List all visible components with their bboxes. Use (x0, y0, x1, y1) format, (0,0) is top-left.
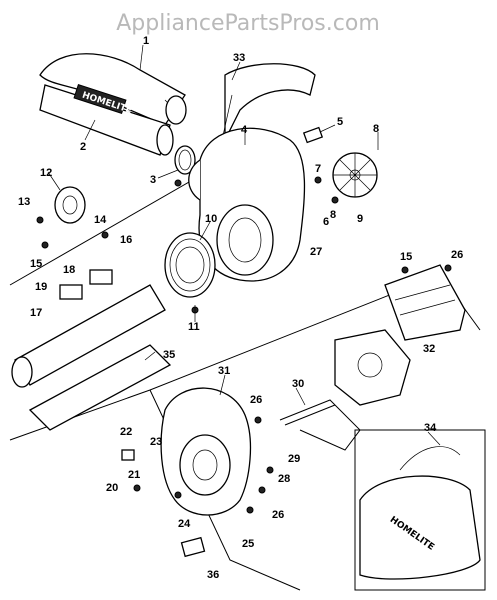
bag-part[interactable] (359, 475, 481, 580)
callout-35: 35 (163, 349, 175, 361)
callout-24: 24 (178, 518, 191, 530)
callout-34: 34 (424, 422, 437, 434)
clamp-ring-part[interactable] (174, 145, 196, 175)
callout-23: 23 (150, 436, 162, 448)
callout-18: 18 (63, 264, 75, 276)
knob-part[interactable] (121, 449, 135, 461)
extension-tube-part[interactable] (11, 284, 166, 388)
nozzle-tip-part[interactable] (28, 344, 172, 431)
decal-18-part[interactable] (89, 269, 113, 285)
callout-22: 22 (120, 426, 132, 438)
callout-21: 21 (128, 469, 140, 481)
strap-part[interactable] (221, 63, 316, 141)
callout-19: 19 (35, 281, 47, 293)
callout-36: 36 (207, 569, 219, 581)
callout-26c: 26 (272, 509, 284, 521)
callout-20: 20 (106, 482, 118, 494)
callout-31: 31 (218, 365, 230, 377)
callout-16: 16 (120, 234, 132, 246)
plate-part[interactable] (302, 126, 324, 144)
callout-17: 17 (30, 307, 42, 319)
callout-25: 25 (242, 538, 254, 550)
callout-9: 9 (357, 213, 363, 225)
cover-part[interactable] (54, 186, 86, 224)
impeller-part[interactable] (164, 232, 216, 298)
callout-26a: 26 (451, 249, 463, 261)
callout-8a: 8 (373, 123, 379, 135)
callout-labels: 1 2 3 4 5 6 7 8 8 9 10 11 12 13 14 15 15… (18, 35, 463, 581)
callout-1: 1 (143, 35, 149, 47)
callout-33: 33 (233, 52, 245, 64)
engine-part[interactable] (334, 329, 411, 406)
callout-15a: 15 (30, 258, 42, 270)
callout-27: 27 (310, 246, 322, 258)
callout-15b: 15 (400, 251, 412, 263)
leader-lines (47, 44, 441, 446)
callout-8b: 8 (330, 209, 336, 221)
callout-28: 28 (278, 473, 290, 485)
small-plate-part[interactable] (180, 536, 206, 558)
callout-11: 11 (188, 321, 200, 333)
callout-30: 30 (292, 378, 304, 390)
callout-4: 4 (241, 124, 248, 136)
back-housing-part[interactable] (160, 387, 252, 516)
callout-2: 2 (80, 141, 86, 153)
callout-32: 32 (423, 343, 435, 355)
callout-6: 6 (323, 216, 329, 228)
callout-13: 13 (18, 196, 30, 208)
callout-29: 29 (288, 453, 300, 465)
bag-inset: HOMELITE (354, 429, 486, 591)
blower-housing-part[interactable] (188, 127, 306, 282)
hardware (36, 176, 452, 514)
engine-cover-part[interactable] (384, 264, 466, 341)
callout-10: 10 (205, 213, 217, 225)
callout-12: 12 (40, 167, 52, 179)
fan-part[interactable] (332, 152, 378, 198)
callout-7: 7 (315, 163, 321, 175)
blower-tube-part[interactable]: HOMELITE (39, 83, 174, 156)
decal-19-part[interactable] (59, 284, 83, 300)
callout-3: 3 (150, 174, 156, 186)
callout-26b: 26 (250, 394, 262, 406)
callout-14: 14 (94, 214, 107, 226)
watermark: AppliancePartsPros.com (116, 11, 380, 36)
frame-part[interactable] (279, 399, 361, 451)
callout-5: 5 (337, 116, 343, 128)
